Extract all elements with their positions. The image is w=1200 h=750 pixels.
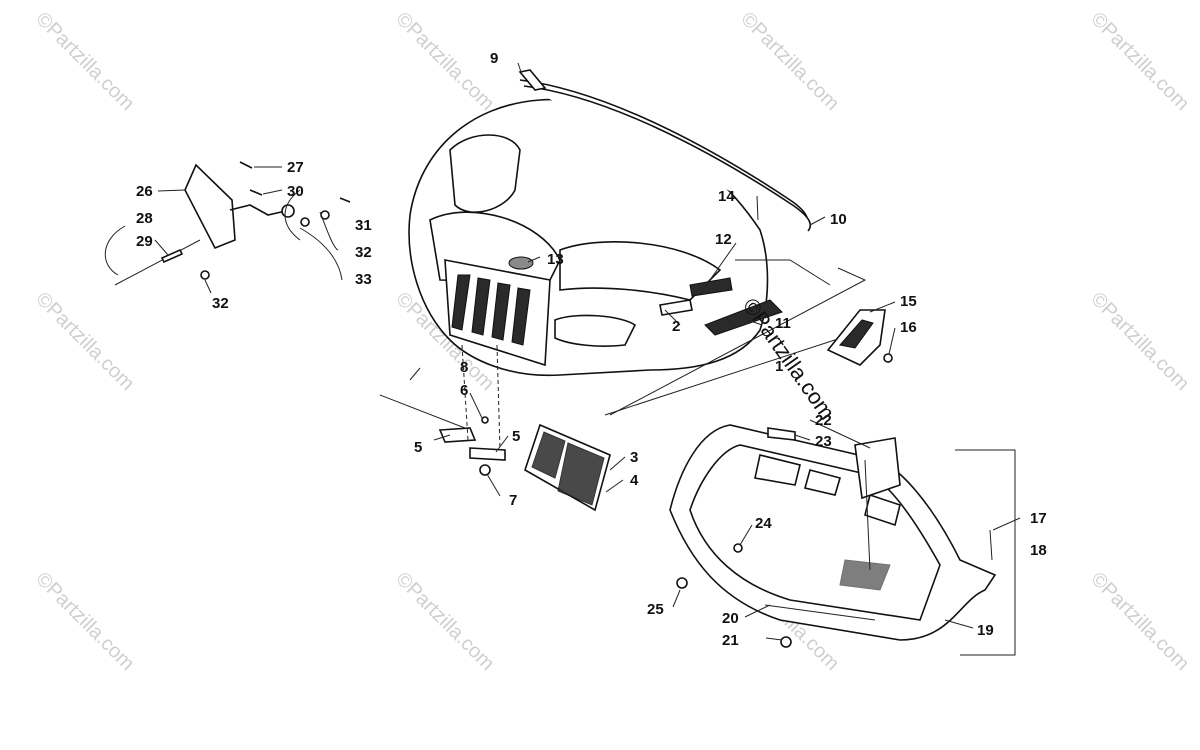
watermark: ©Partzilla.com <box>391 8 498 115</box>
watermark-center: ©Partzilla.com <box>738 294 840 425</box>
callout-18: 18 <box>1030 542 1047 559</box>
callout-3: 3 <box>630 449 638 466</box>
watermark: ©Partzilla.com <box>1086 8 1193 115</box>
callout-5b: 5 <box>512 428 520 445</box>
callout-20: 20 <box>722 610 739 627</box>
leader-lines <box>154 62 1021 641</box>
callout-22: 22 <box>815 412 832 429</box>
callout-24: 24 <box>755 515 772 532</box>
watermark: ©Partzilla.com <box>31 288 138 395</box>
watermark: ©Partzilla.com <box>391 568 498 675</box>
callout-7: 7 <box>509 492 517 509</box>
callout-9: 9 <box>490 50 498 67</box>
callout-33: 33 <box>355 271 372 288</box>
callout-2: 2 <box>672 318 680 335</box>
watermark: ©Partzilla.com <box>31 568 138 675</box>
callout-8: 8 <box>460 359 468 376</box>
mount-parts <box>104 161 351 286</box>
callout-4: 4 <box>630 472 639 489</box>
callout-12: 12 <box>715 231 732 248</box>
callout-numbers: 1 2 3 4 5 5 6 7 8 9 10 11 12 13 14 15 16… <box>136 50 1047 649</box>
callout-28: 28 <box>136 210 153 227</box>
callout-21: 21 <box>722 632 739 649</box>
callout-32a: 32 <box>355 244 372 261</box>
vent <box>826 309 893 366</box>
callout-13: 13 <box>547 251 564 268</box>
callout-31: 31 <box>355 217 372 234</box>
callout-16: 16 <box>900 319 917 336</box>
watermark: ©Partzilla.com <box>31 8 138 115</box>
callout-6: 6 <box>460 382 468 399</box>
bracket-parts <box>379 344 506 476</box>
callout-19: 19 <box>977 622 994 639</box>
callout-23: 23 <box>815 433 832 450</box>
callout-25: 25 <box>647 601 664 618</box>
callout-11: 11 <box>775 315 791 332</box>
callout-26: 26 <box>136 183 153 200</box>
callout-27: 27 <box>287 159 304 176</box>
watermark: ©Partzilla.com <box>1086 288 1193 395</box>
watermark: ©Partzilla.com <box>736 8 843 115</box>
callout-17: 17 <box>1030 510 1047 527</box>
callout-5a: 5 <box>414 439 422 456</box>
callout-10: 10 <box>830 211 847 228</box>
hood-assembly <box>408 69 867 416</box>
callout-32b: 32 <box>212 295 229 312</box>
callout-15: 15 <box>900 293 917 310</box>
callout-30: 30 <box>287 183 304 200</box>
callout-14: 14 <box>718 188 735 205</box>
callout-29: 29 <box>136 233 153 250</box>
storage-tray <box>669 424 1016 656</box>
watermark: ©Partzilla.com <box>1086 568 1193 675</box>
grille <box>524 423 611 512</box>
callout-1: 1 <box>775 358 783 375</box>
